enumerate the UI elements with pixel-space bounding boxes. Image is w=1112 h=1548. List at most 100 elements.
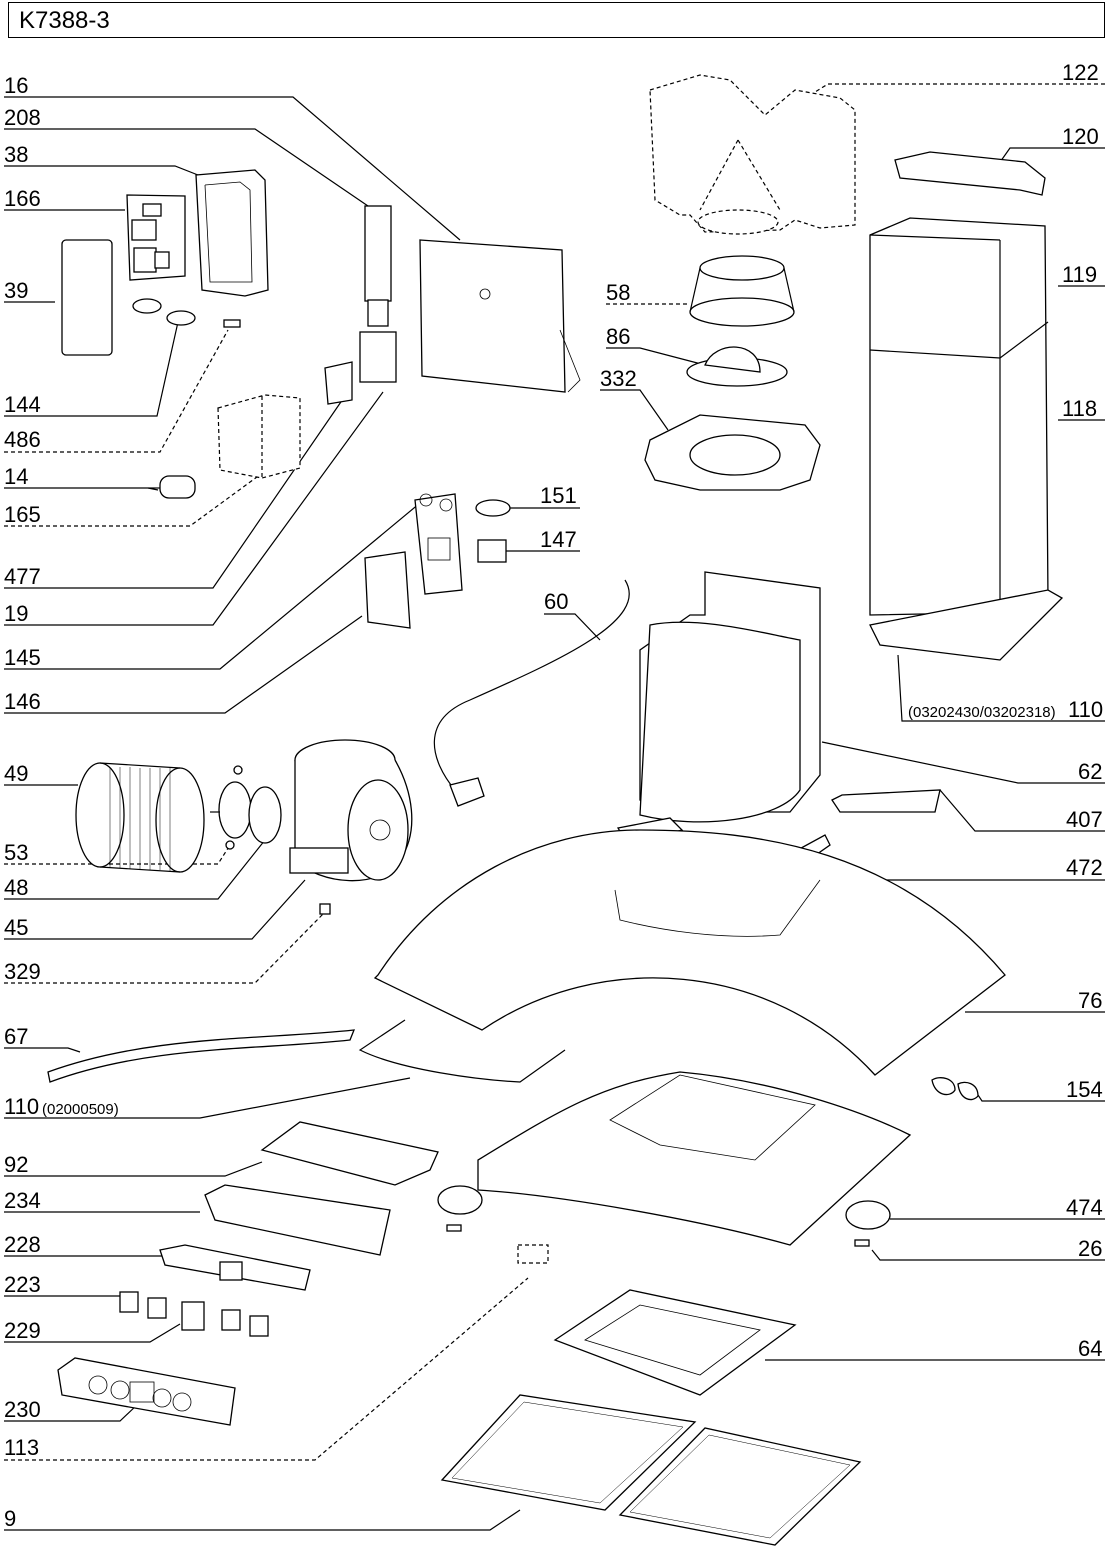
part-38-box	[195, 169, 269, 297]
label-16: 16	[4, 73, 28, 98]
label-110-right: 110	[1068, 697, 1103, 722]
label-147: 147	[540, 527, 577, 552]
part-14-capacitor	[148, 475, 196, 499]
part-122-duct	[649, 74, 856, 235]
label-38: 38	[4, 142, 28, 167]
part-58-ring	[689, 255, 795, 327]
part-147-terminal	[477, 539, 507, 563]
label-144: 144	[4, 392, 41, 417]
part-9-filters	[440, 1394, 862, 1546]
label-64: 64	[1078, 1336, 1102, 1361]
label-230: 230	[4, 1397, 41, 1422]
part-166-pcb	[126, 194, 186, 281]
part-19-bracket	[359, 331, 397, 383]
label-229: 229	[4, 1318, 41, 1343]
label-49: 49	[4, 761, 28, 786]
label-14: 14	[4, 464, 28, 489]
label-122: 122	[1062, 60, 1099, 85]
label-86: 86	[606, 324, 630, 349]
label-67: 67	[4, 1024, 28, 1049]
part-154-clips	[931, 1077, 979, 1101]
part-45-blower-housing	[289, 739, 413, 882]
part-119-118-chimney	[869, 217, 1064, 661]
label-92: 92	[4, 1152, 28, 1177]
part-62-body	[639, 571, 821, 823]
label-145: 145	[4, 645, 41, 670]
part-329-bracket	[319, 903, 331, 915]
label-486: 486	[4, 427, 41, 452]
diagram-title: K7388-3	[19, 7, 110, 34]
label-19: 19	[4, 601, 28, 626]
title-box: K7388-3	[8, 2, 1105, 38]
label-477: 477	[4, 564, 41, 589]
part-151-grommet	[475, 499, 511, 517]
label-119: 119	[1062, 262, 1097, 287]
part-113-dashed	[517, 1244, 549, 1264]
part-39-plate	[61, 239, 113, 356]
label-120: 120	[1062, 124, 1099, 149]
label-223: 223	[4, 1272, 41, 1297]
part-76-glass	[373, 829, 1006, 1076]
part-53-nut	[233, 765, 243, 775]
label-60: 60	[544, 589, 568, 614]
label-228: 228	[4, 1232, 41, 1257]
part-64-frame	[553, 1289, 797, 1396]
label-45: 45	[4, 915, 28, 940]
label-58: 58	[606, 280, 630, 305]
part-49-fan-wheel	[75, 762, 205, 873]
part-474-knob	[437, 1185, 891, 1230]
part-53-nut-2	[225, 840, 235, 850]
leader-lines-right	[506, 83, 1105, 1361]
label-146: 146	[4, 689, 41, 714]
label-76: 76	[1078, 988, 1102, 1013]
part-146-component	[364, 551, 411, 629]
label-113: 113	[4, 1435, 39, 1460]
part-144-grommets	[132, 298, 196, 326]
part-60-plug	[449, 777, 485, 807]
part-110-seal	[358, 1019, 566, 1083]
part-208-component	[364, 205, 392, 327]
part-16-plate	[419, 239, 581, 393]
label-110-right-code: (03202430/03202318)	[908, 704, 1056, 721]
label-110-left-code: (02000509)	[42, 1101, 119, 1118]
label-166: 166	[4, 186, 41, 211]
label-9: 9	[4, 1506, 16, 1531]
label-472: 472	[1066, 855, 1103, 880]
label-118: 118	[1062, 396, 1097, 421]
label-154: 154	[1066, 1077, 1103, 1102]
label-234: 234	[4, 1188, 41, 1213]
part-145-switch	[414, 493, 463, 595]
label-407: 407	[1066, 807, 1103, 832]
part-223-knobs	[119, 1291, 269, 1337]
part-407-rail	[831, 789, 941, 813]
label-332: 332	[600, 366, 637, 391]
part-120-bracket	[894, 151, 1046, 196]
part-67-strip	[47, 1029, 356, 1083]
label-165: 165	[4, 502, 41, 527]
label-26: 26	[1078, 1236, 1102, 1261]
label-208: 208	[4, 105, 41, 130]
label-48: 48	[4, 875, 28, 900]
part-230-panel	[57, 1357, 236, 1426]
part-26-pins	[446, 1224, 870, 1247]
part-48-motor	[210, 781, 282, 844]
part-92-plate	[260, 1121, 439, 1186]
part-canopy	[477, 1071, 912, 1246]
label-329: 329	[4, 959, 41, 984]
part-486-fuse	[223, 319, 241, 328]
part-234-bracket	[204, 1184, 391, 1256]
label-62: 62	[1078, 759, 1102, 784]
label-474: 474	[1066, 1195, 1103, 1220]
part-60-cord	[433, 579, 630, 791]
leader-lines-left	[4, 96, 529, 1531]
part-477-clip	[324, 361, 353, 405]
label-110-left: 110	[4, 1094, 39, 1119]
label-151: 151	[540, 483, 577, 508]
part-86-damper	[686, 346, 788, 387]
part-165-box	[217, 394, 301, 479]
part-332-flange	[644, 414, 821, 491]
part-228-board	[159, 1244, 311, 1291]
label-39: 39	[4, 278, 28, 303]
label-53: 53	[4, 840, 28, 865]
